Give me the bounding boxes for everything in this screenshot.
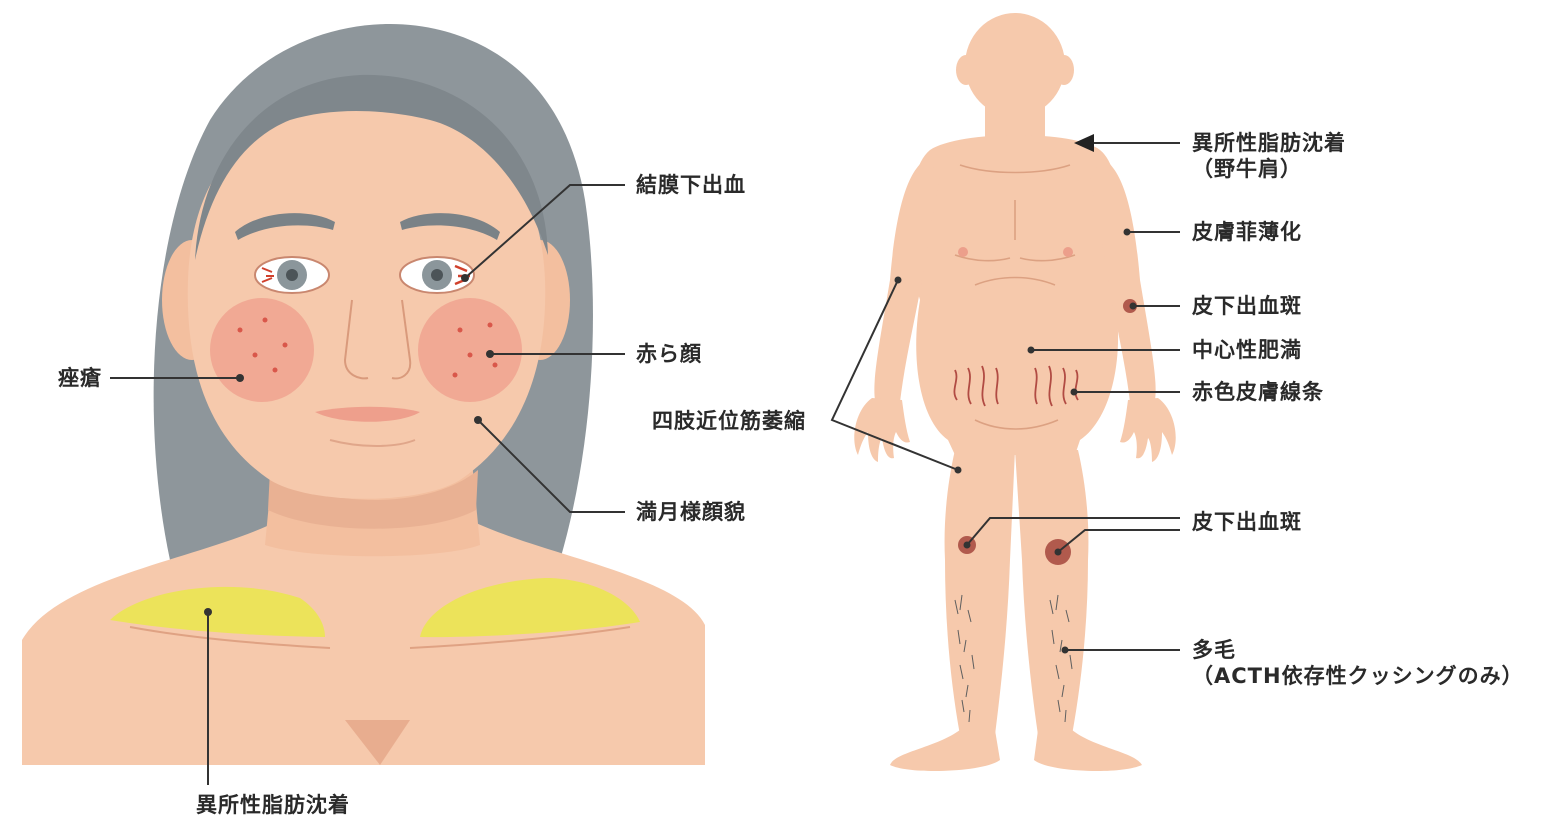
torso <box>910 135 1121 455</box>
leg-left <box>945 450 1015 735</box>
label-moon-face: 満月様顔貌 <box>636 499 746 525</box>
pupil-right <box>431 269 443 281</box>
label-subconjunctival-hemorrhage: 結膜下出血 <box>636 172 746 198</box>
label-bruise-legs: 皮下出血斑 <box>1192 509 1302 535</box>
label-buffalo-hump-main: 異所性脂肪沈着 <box>1192 131 1346 155</box>
label-skin-thinning: 皮膚菲薄化 <box>1192 219 1302 245</box>
pupil-left <box>286 269 298 281</box>
label-central-obesity: 中心性肥満 <box>1192 337 1302 363</box>
leg-right <box>1015 450 1088 735</box>
cheek-left <box>210 298 314 402</box>
label-hirsutism-sub: （ACTH依存性クッシングのみ） <box>1192 663 1524 689</box>
nipple-right <box>1063 247 1073 257</box>
hand-right <box>1120 398 1176 462</box>
label-hirsutism-main: 多毛 <box>1192 638 1236 662</box>
label-fat-deposit-face: 異所性脂肪沈着 <box>196 792 350 818</box>
label-striae: 赤色皮膚線条 <box>1192 379 1324 405</box>
label-buffalo-hump-sub: （野牛肩） <box>1192 156 1346 182</box>
body-head <box>965 13 1065 117</box>
label-buffalo-hump: 異所性脂肪沈着 （野牛肩） <box>1192 130 1346 183</box>
label-bruise-arm: 皮下出血斑 <box>1192 293 1302 319</box>
cheek-right <box>418 298 522 402</box>
label-red-face: 赤ら顔 <box>636 341 702 367</box>
face-figure <box>22 24 705 765</box>
foot-right <box>1034 730 1142 771</box>
nipple-left <box>958 247 968 257</box>
label-proximal-myopathy: 四肢近位筋萎縮 <box>652 408 806 434</box>
foot-left <box>890 730 1000 771</box>
label-hirsutism: 多毛 （ACTH依存性クッシングのみ） <box>1192 637 1524 690</box>
hand-left <box>854 398 910 462</box>
face <box>188 105 545 499</box>
label-acne: 痤瘡 <box>58 365 102 391</box>
